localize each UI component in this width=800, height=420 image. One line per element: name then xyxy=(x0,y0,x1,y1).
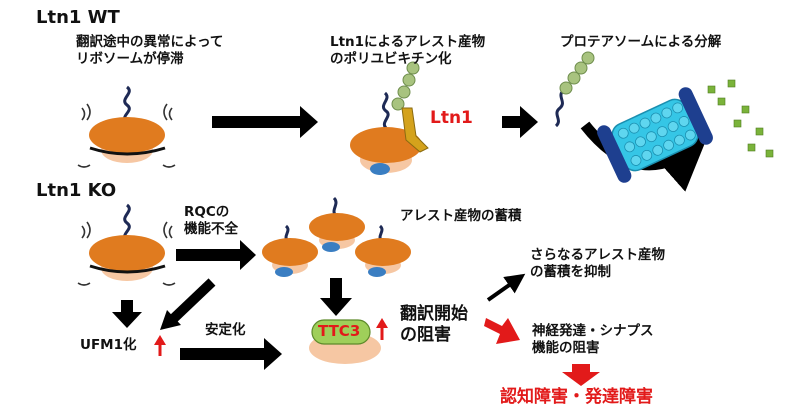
neuro-caption: 神経発達・シナプス 機能の阻害 xyxy=(532,323,654,356)
proteasome-caption: プロテアソームによる分解 xyxy=(560,34,722,50)
arrest-accumulation-caption: アレスト産物の蓄積 xyxy=(400,208,522,224)
ribosome-icon xyxy=(77,85,176,168)
ribosome-icon xyxy=(309,196,365,252)
rqc-caption: RQCの 機能不全 xyxy=(184,204,238,237)
process-arrow xyxy=(176,240,256,270)
ttc3-label: TTC3 xyxy=(318,322,361,340)
process-arrow xyxy=(160,278,216,330)
ttc3-complex-icon xyxy=(309,319,381,364)
translation-block-label: 翻訳開始 の阻害 xyxy=(400,304,468,346)
ubiquitin-chain-icon xyxy=(554,51,595,128)
suppress-caption: さらなるアレスト産物 の蓄積を抑制 xyxy=(530,247,665,280)
ribosome-icon xyxy=(355,224,411,277)
outcome-label: 認知障害・発達障害 xyxy=(500,387,653,407)
process-arrow xyxy=(212,106,318,138)
ribosome-icon xyxy=(350,91,422,175)
process-arrow xyxy=(112,300,142,328)
up-arrow-icon xyxy=(154,335,166,356)
up-arrow-icon xyxy=(376,318,388,340)
ribosome-icon xyxy=(262,224,318,277)
process-arrow xyxy=(484,318,520,344)
ubiquitination-caption: Ltn1によるアレスト産物 のポリユビキチン化 xyxy=(330,34,486,67)
proteasome-icon xyxy=(580,87,713,192)
stall-caption: 翻訳途中の異常によって リボソームが停滞 xyxy=(76,34,224,67)
ltn1-label: Ltn1 xyxy=(430,108,473,128)
peptide-fragment-icon xyxy=(707,79,774,158)
process-arrow xyxy=(486,273,526,302)
process-arrow xyxy=(320,278,352,316)
process-arrow xyxy=(502,106,538,138)
process-arrow xyxy=(562,364,600,386)
wt-section-title: Ltn1 WT xyxy=(36,7,120,28)
ltn1-protein-icon xyxy=(401,107,429,153)
ko-section-title: Ltn1 KO xyxy=(36,180,117,201)
process-arrow xyxy=(180,338,282,370)
ufm1-label: UFM1化 xyxy=(80,337,137,353)
stabilization-label: 安定化 xyxy=(205,322,246,338)
ribosome-icon xyxy=(77,203,176,286)
ubiquitin-chain-icon xyxy=(391,61,420,111)
